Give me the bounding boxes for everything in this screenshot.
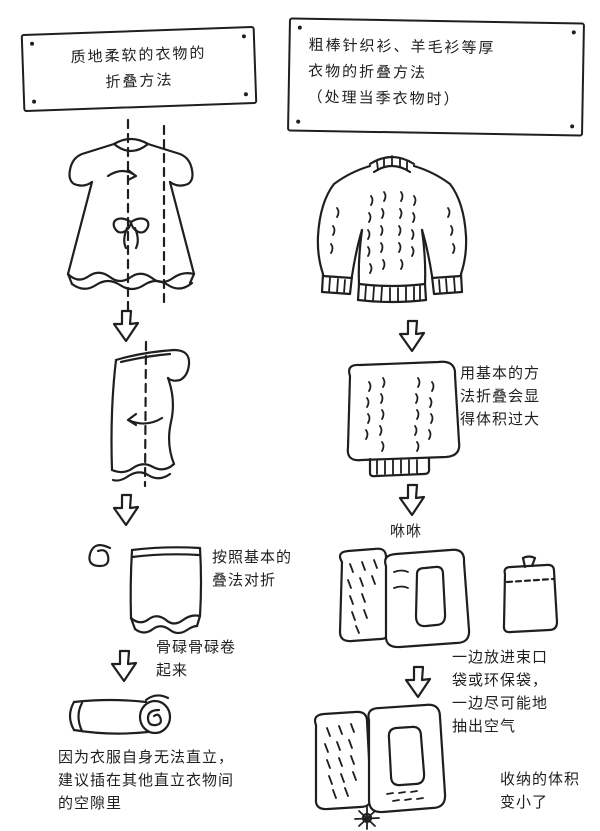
compressed-bundles-drawing <box>313 703 447 830</box>
corner-dot-icon <box>296 119 301 124</box>
basic-fold-drawing <box>88 543 203 635</box>
blouse-drawing <box>66 118 196 312</box>
drawstring-pouch-drawing <box>502 555 559 634</box>
corner-dot-icon <box>571 30 576 35</box>
roll-note: 骨碌骨碌卷 起来 <box>156 638 237 679</box>
right-title: 粗棒针织衫、羊毛衫等厚 衣物的折叠方法 （处理当季衣物时） <box>307 35 496 109</box>
down-arrow-icon <box>112 493 140 527</box>
bag-stuffing-drawing <box>338 547 471 649</box>
folded-blouse-drawing <box>110 340 191 488</box>
bulk-note: 用基本的方 法折叠会显 得体积过大 <box>460 364 541 428</box>
bottom-note: 因为衣服自身无法直立， 建议插在其他直立衣物间 的空隙里 <box>58 748 235 812</box>
down-arrow-icon <box>398 319 426 353</box>
sweater-drawing <box>316 155 468 304</box>
left-title: 质地柔软的衣物的 折叠方法 <box>70 43 207 92</box>
folded-sweater-drawing <box>346 360 461 478</box>
rolled-garment-drawing <box>68 694 172 735</box>
curl-doodle <box>88 543 112 568</box>
down-arrow-icon <box>404 665 432 699</box>
corner-dot-icon <box>297 25 302 30</box>
corner-dot-icon <box>32 99 37 104</box>
corner-dot-icon <box>243 92 249 97</box>
down-arrow-icon <box>112 309 140 343</box>
down-arrow-icon <box>398 483 426 517</box>
right-title-box: 粗棒针织衫、羊毛衫等厚 衣物的折叠方法 （处理当季衣物时） <box>287 17 585 137</box>
corner-dot-icon <box>570 124 575 129</box>
left-title-box: 质地柔软的衣物的 折叠方法 <box>20 25 258 113</box>
result-note: 收纳的体积 变小了 <box>500 770 581 811</box>
sound-effect: 咻咻 <box>390 522 423 540</box>
down-arrow-icon <box>110 649 138 683</box>
bag-note: 一边放进束口 袋或环保袋， 一边尽可能地 抽出空气 <box>452 648 549 735</box>
fold-note: 按照基本的 叠法对折 <box>212 548 293 589</box>
